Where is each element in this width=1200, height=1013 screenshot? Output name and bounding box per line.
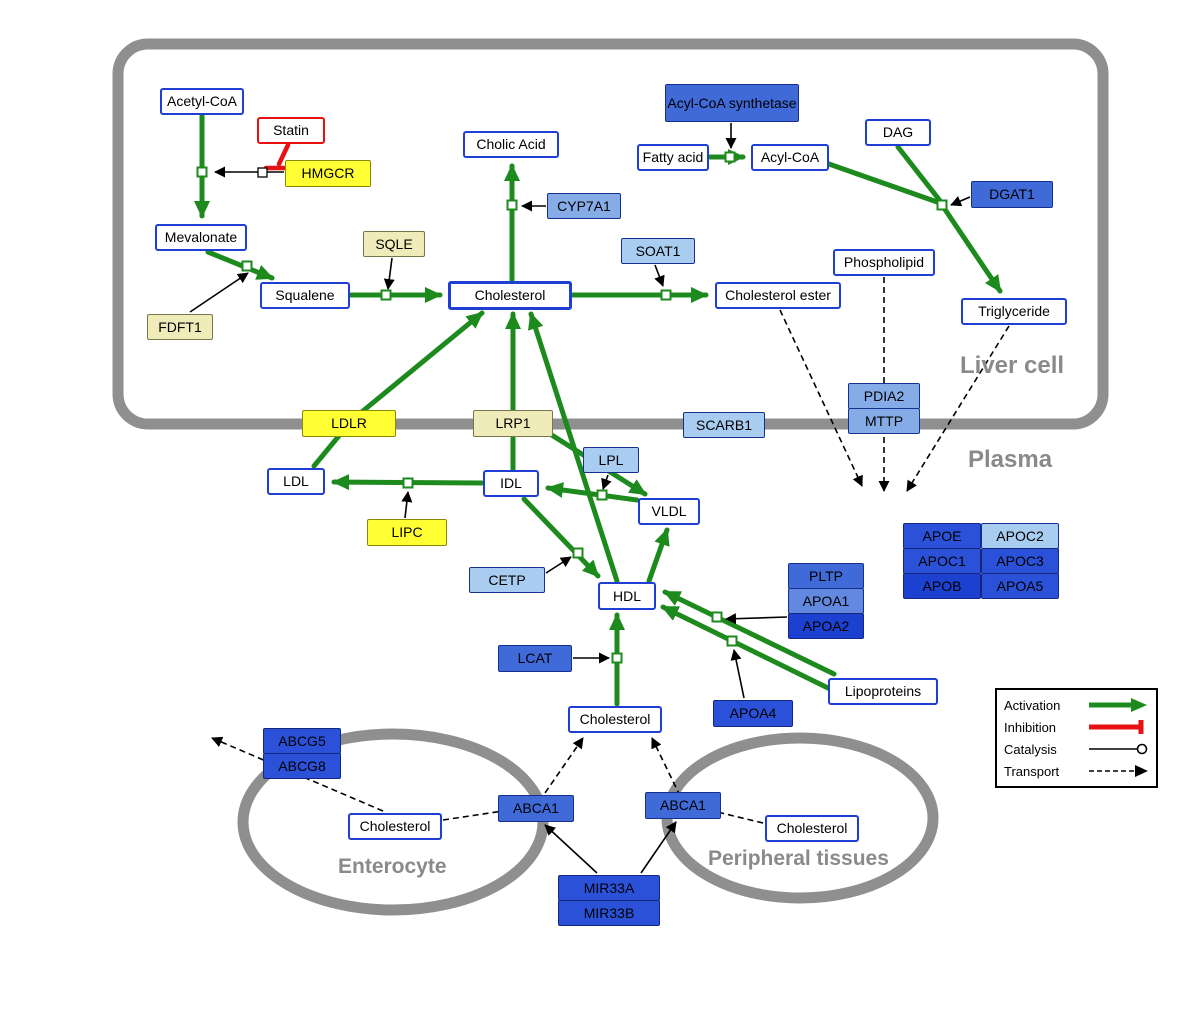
node-acyl-coa[interactable]: Acyl-CoA: [751, 144, 829, 171]
node-pltp[interactable]: PLTP: [788, 563, 864, 589]
node-idl[interactable]: IDL: [483, 470, 539, 497]
legend-transport-label: Transport: [1004, 763, 1060, 779]
node-apoc3[interactable]: APOC3: [981, 548, 1059, 574]
node-sqle[interactable]: SQLE: [363, 231, 425, 257]
node-cyp7a1[interactable]: CYP7A1: [547, 193, 621, 219]
activation-arrow-icon: [1089, 698, 1147, 712]
node-hmgcr[interactable]: HMGCR: [285, 160, 371, 187]
node-lpl[interactable]: LPL: [583, 447, 639, 473]
node-acyl-coa-synthetase[interactable]: Acyl-CoA synthetase: [665, 84, 799, 122]
liver-cell-label: Liver cell: [960, 352, 1065, 379]
legend-row-transport: Transport: [1004, 761, 1149, 781]
node-lcat[interactable]: LCAT: [498, 645, 572, 672]
node-dgat1[interactable]: DGAT1: [971, 181, 1053, 208]
catalysis-edges: [189, 123, 971, 874]
node-cholic-acid[interactable]: Cholic Acid: [463, 131, 559, 158]
legend-catalysis-label: Catalysis: [1004, 741, 1057, 757]
node-abcg5[interactable]: ABCG5: [263, 728, 341, 754]
liver-cell-compartment: [112, 38, 1109, 430]
node-mevalonate[interactable]: Mevalonate: [155, 224, 247, 251]
node-mir33a[interactable]: MIR33A: [558, 875, 660, 901]
node-cholesterol-ester[interactable]: Cholesterol ester: [715, 282, 841, 309]
node-apoc2[interactable]: APOC2: [981, 523, 1059, 549]
legend-row-catalysis: Catalysis: [1004, 739, 1149, 759]
node-lipc[interactable]: LIPC: [367, 519, 447, 546]
node-squalene[interactable]: Squalene: [260, 282, 350, 309]
legend: Activation Inhibition Catalysis Transpor…: [995, 688, 1158, 788]
node-dag[interactable]: DAG: [865, 119, 931, 146]
node-vldl[interactable]: VLDL: [638, 498, 700, 525]
node-phospholipid[interactable]: Phospholipid: [833, 249, 935, 276]
legend-row-activation: Activation: [1004, 695, 1149, 715]
node-abca1-peripheral[interactable]: ABCA1: [645, 792, 721, 819]
node-acetyl-coa[interactable]: Acetyl-CoA: [160, 88, 244, 115]
node-abca1-enterocyte[interactable]: ABCA1: [498, 795, 574, 822]
legend-activation-label: Activation: [1004, 697, 1061, 713]
catalysis-node-hmgcr: [257, 167, 268, 178]
legend-inhibition-label: Inhibition: [1004, 719, 1057, 735]
inhibition-bar-icon: [1089, 720, 1144, 734]
node-fatty-acid[interactable]: Fatty acid: [637, 144, 709, 171]
node-apoa5[interactable]: APOA5: [981, 573, 1059, 599]
node-apoe[interactable]: APOE: [903, 523, 981, 549]
node-apoa4[interactable]: APOA4: [713, 700, 793, 727]
node-soat1[interactable]: SOAT1: [621, 238, 695, 264]
node-cetp[interactable]: CETP: [469, 567, 545, 593]
node-mttp[interactable]: MTTP: [848, 408, 920, 434]
node-triglyceride[interactable]: Triglyceride: [961, 298, 1067, 325]
reaction-nodes: [196, 151, 948, 664]
catalysis-circle-icon: [1089, 743, 1148, 755]
node-mir33b[interactable]: MIR33B: [558, 900, 660, 926]
node-apoc1[interactable]: APOC1: [903, 548, 981, 574]
node-cholesterol-enterocyte[interactable]: Cholesterol: [348, 813, 442, 840]
node-apob[interactable]: APOB: [903, 573, 981, 599]
node-cholesterol-liver[interactable]: Cholesterol: [448, 281, 572, 310]
node-cholesterol-peripheral[interactable]: Cholesterol: [765, 815, 859, 842]
node-apoa2[interactable]: APOA2: [788, 613, 864, 639]
node-abcg8[interactable]: ABCG8: [263, 753, 341, 779]
node-ldlr[interactable]: LDLR: [302, 410, 396, 437]
legend-row-inhibition: Inhibition: [1004, 717, 1149, 737]
node-ldl[interactable]: LDL: [267, 468, 325, 495]
node-lrp1[interactable]: LRP1: [473, 410, 553, 437]
peripheral-tissues-label: Peripheral tissues: [708, 847, 889, 870]
node-cholesterol-plasma[interactable]: Cholesterol: [568, 706, 662, 733]
node-fdft1[interactable]: FDFT1: [147, 314, 213, 340]
plasma-label: Plasma: [968, 446, 1053, 473]
enterocyte-label: Enterocyte: [338, 855, 447, 878]
node-apoa1[interactable]: APOA1: [788, 588, 864, 614]
node-hdl[interactable]: HDL: [598, 582, 656, 610]
transport-arrow-icon: [1089, 765, 1148, 777]
node-statin[interactable]: Statin: [257, 117, 325, 144]
node-pdia2[interactable]: PDIA2: [848, 383, 920, 409]
node-scarb1[interactable]: SCARB1: [683, 412, 765, 438]
node-lipoproteins[interactable]: Lipoproteins: [828, 678, 938, 705]
